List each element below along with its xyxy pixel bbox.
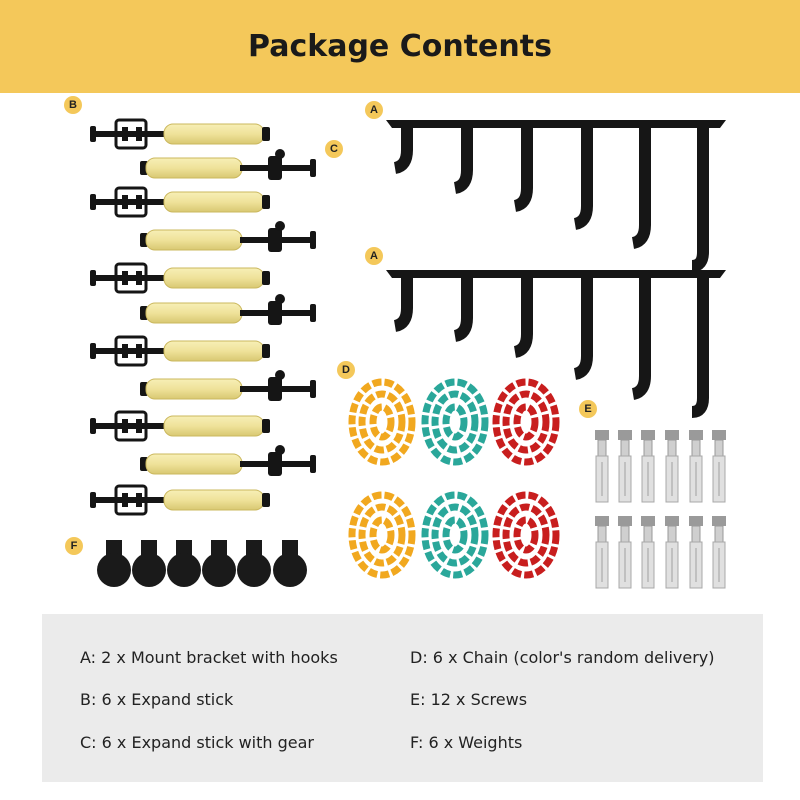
screw xyxy=(641,516,655,589)
badge-f: F xyxy=(65,537,83,555)
screw xyxy=(665,430,679,503)
weights-group xyxy=(97,540,307,587)
screw xyxy=(689,430,703,503)
chain-red xyxy=(492,491,560,579)
page-title: Package Contents xyxy=(248,29,552,64)
badge-e: E xyxy=(579,400,597,418)
chain-yellow xyxy=(348,378,416,466)
legend-item-b: B: 6 x Expand stick xyxy=(80,690,234,709)
chain-teal xyxy=(421,491,489,579)
weight xyxy=(132,540,166,587)
product-illustration xyxy=(90,118,726,589)
weight xyxy=(202,540,236,587)
weight xyxy=(97,540,131,587)
badge-d: D xyxy=(337,361,355,379)
badge-b: B xyxy=(64,96,82,114)
screw xyxy=(618,430,632,503)
legend-item-f: F: 6 x Weights xyxy=(410,733,523,752)
screw xyxy=(689,516,703,589)
badge-c: C xyxy=(325,140,343,158)
expand-stick-c xyxy=(140,294,316,325)
screw xyxy=(641,430,655,503)
chains-group xyxy=(348,378,560,579)
expand-stick-b xyxy=(90,484,270,516)
chain-teal xyxy=(421,378,489,466)
chain-yellow xyxy=(348,491,416,579)
chain-red xyxy=(492,378,560,466)
screw xyxy=(595,430,609,503)
legend-item-c: C: 6 x Expand stick with gear xyxy=(80,733,315,752)
screws-group xyxy=(595,430,726,589)
legend-item-e: E: 12 x Screws xyxy=(410,690,528,709)
expand-stick-c xyxy=(140,370,316,401)
screw xyxy=(712,516,726,589)
expand-stick-c xyxy=(140,149,316,180)
screw xyxy=(712,430,726,503)
screw xyxy=(618,516,632,589)
screw xyxy=(595,516,609,589)
expand-stick-b xyxy=(90,118,270,150)
legend-item-d: D: 6 x Chain (color's random delivery) xyxy=(410,648,715,667)
legend-item-a: A: 2 x Mount bracket with hooks xyxy=(80,648,338,667)
weight xyxy=(237,540,271,587)
expand-stick-b xyxy=(90,262,270,294)
badge-a-bottom: A xyxy=(365,247,383,265)
screw xyxy=(665,516,679,589)
mount-bracket-bottom xyxy=(386,270,726,418)
expand-stick-c-group xyxy=(140,149,316,476)
expand-stick-b xyxy=(90,410,270,442)
weight xyxy=(273,540,307,587)
expand-stick-b xyxy=(90,335,270,367)
expand-stick-c xyxy=(140,221,316,252)
weight xyxy=(167,540,201,587)
header-banner: Package Contents xyxy=(0,0,800,93)
contents-legend: A: 2 x Mount bracket with hooks B: 6 x E… xyxy=(42,614,763,782)
badge-a-top: A xyxy=(365,101,383,119)
expand-stick-b xyxy=(90,186,270,218)
expand-stick-c xyxy=(140,445,316,476)
mount-bracket-top xyxy=(386,120,726,272)
expand-stick-b-group xyxy=(90,118,270,516)
